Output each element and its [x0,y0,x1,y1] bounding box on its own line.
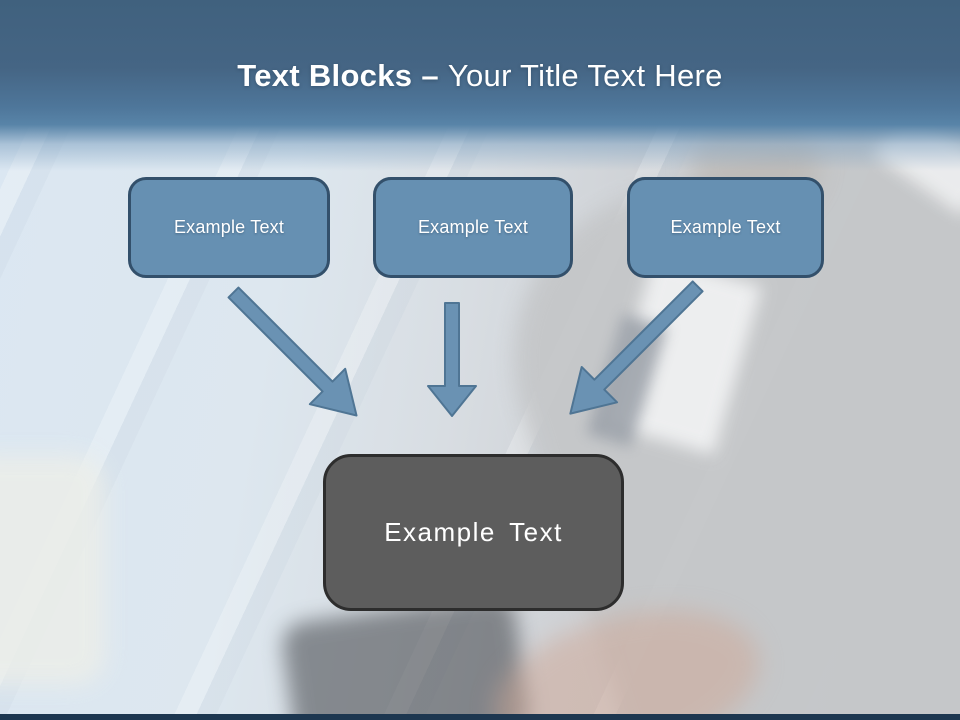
text-block-3-label: Example Text [670,217,781,237]
arrow-down-icon [427,302,477,417]
footer-accent-bar [0,714,960,720]
page-title-regular: Your Title Text Here [447,58,723,93]
result-block: Example Text [323,454,624,611]
page-title-bold: Text Blocks [237,58,413,93]
background-building-ledge [0,455,105,685]
arrow-down-right-icon [227,286,358,417]
result-block-label: Example Text [384,517,563,547]
arrow-down-left-icon [569,280,704,415]
text-block-1: Example Text [128,177,330,278]
page-title: Text Blocks–Your Title Text Here [0,56,960,96]
text-block-1-label: Example Text [173,217,285,237]
page-title-separator: – [421,58,439,93]
text-block-2-label: Example Text [417,217,529,237]
background-briefcase [279,592,532,720]
text-block-3: Example Text [627,177,824,278]
text-block-2: Example Text [373,177,573,278]
